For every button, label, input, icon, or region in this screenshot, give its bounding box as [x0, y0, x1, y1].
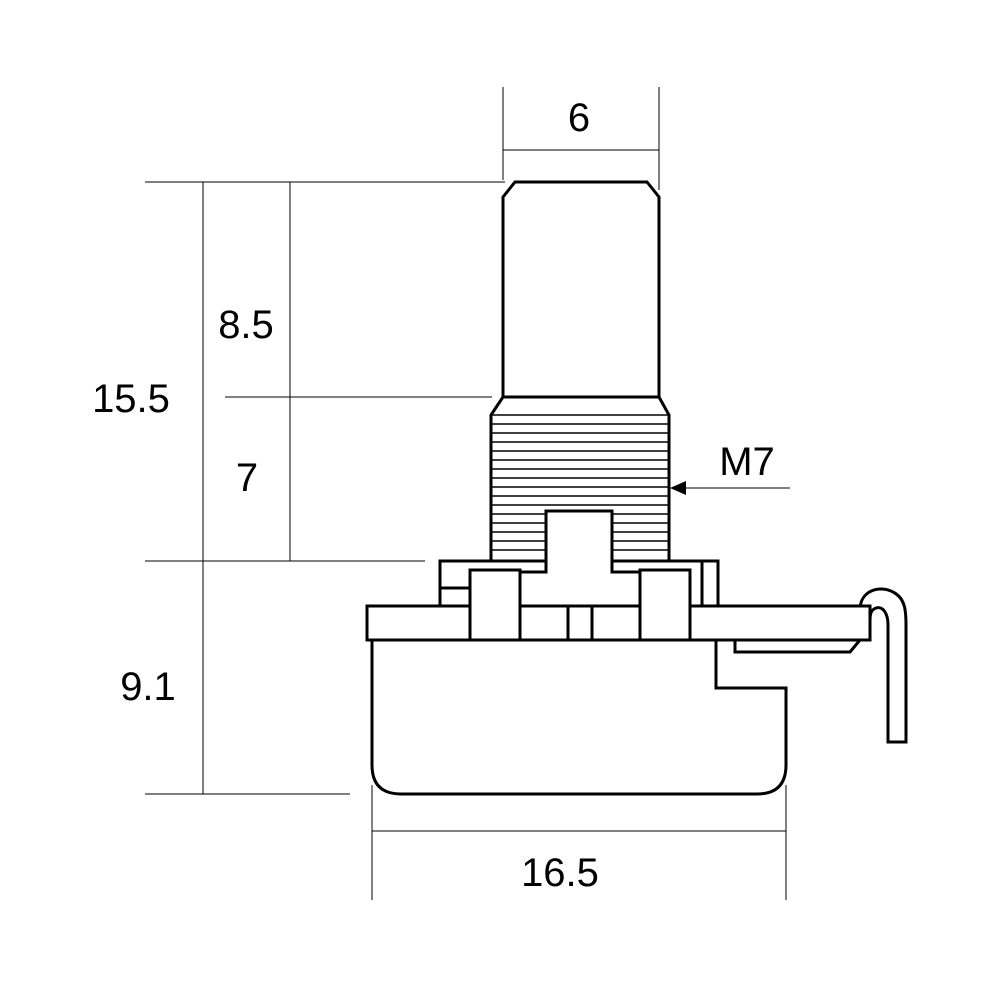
right-tooth: [638, 568, 692, 642]
body-case: [370, 638, 788, 796]
total-shaft-length-label: 15.5: [92, 377, 170, 421]
m7-arrowhead: [670, 481, 686, 495]
plate-lug: [733, 638, 864, 654]
body-width-label: 16.5: [521, 851, 599, 895]
shaft: [501, 180, 661, 399]
shaft-diameter-label: 6: [568, 96, 590, 140]
thread-length-label: 7: [236, 456, 258, 500]
collar-left-step: [438, 586, 472, 608]
left-tooth: [468, 568, 522, 642]
thread-spec-label: M7: [719, 440, 775, 484]
potentiometer-outline: [365, 180, 908, 796]
collar-right-tab: [700, 559, 720, 608]
body-height-label: 9.1: [120, 665, 176, 709]
dimension-lines: [145, 87, 790, 900]
left-slot: [518, 604, 570, 642]
knurl-length-label: 8.5: [218, 303, 274, 347]
right-slot: [590, 604, 642, 642]
